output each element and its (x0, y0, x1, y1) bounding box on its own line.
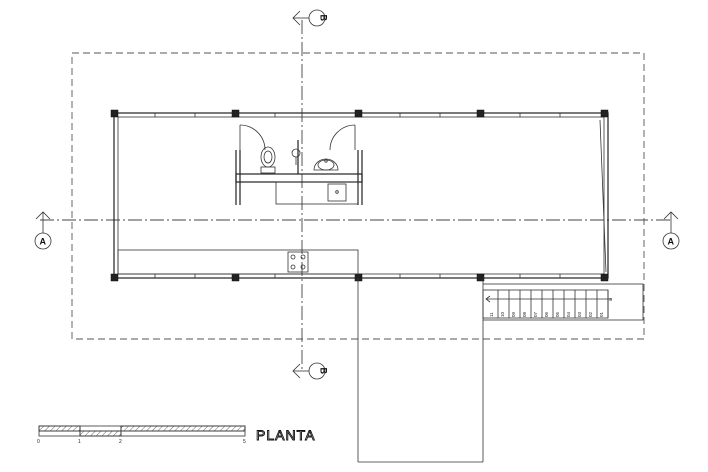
stair: 11 10 09 08 07 06 05 04 03 02 01 S (482, 283, 644, 321)
section-marker-a-left: A (34, 211, 52, 250)
section-marker-b-top-label: B (319, 15, 329, 22)
stair-step-number: 03 (577, 311, 582, 317)
columns (110, 109, 609, 282)
stair-step-number: 02 (588, 311, 593, 317)
door-swing-left (239, 124, 266, 151)
stair-step-number: 05 (555, 311, 560, 317)
door-swing-right (329, 124, 356, 151)
stair-step-number: 10 (500, 311, 505, 317)
stair-step-number: 01 (599, 311, 604, 317)
bathroom-core (235, 124, 363, 205)
toilet-icon (260, 146, 276, 174)
stair-step-number: 11 (489, 312, 494, 317)
deck-platform (357, 278, 484, 463)
scale-tick-2: 2 (119, 439, 122, 445)
stair-step-number: 06 (544, 311, 549, 317)
section-marker-a-right-label: A (668, 237, 675, 247)
stair-arrow-label: S (609, 297, 612, 302)
kitchen-sink-icon (275, 181, 359, 205)
stair-step-number: 09 (511, 311, 516, 317)
shower-icon (291, 148, 301, 165)
stair-step-number: 04 (566, 311, 571, 317)
section-marker-b-bottom: B (292, 362, 329, 380)
scale-tick-1: 1 (78, 439, 81, 445)
stair-step-number: 07 (533, 311, 538, 317)
scale-tick-5: 5 (243, 439, 246, 445)
washbasin-icon (313, 158, 339, 171)
stair-step-number: 08 (522, 311, 527, 317)
section-marker-b-bottom-label: B (319, 368, 329, 375)
drawing-title: PLANTA (256, 427, 315, 443)
section-marker-a-right: A (662, 211, 680, 250)
section-marker-a-left-label: A (40, 237, 47, 247)
building-walls (113, 112, 609, 279)
scale-tick-0: 0 (37, 439, 40, 445)
stove-icon (290, 254, 306, 270)
scale-bar: 0 1 2 5 (37, 425, 246, 445)
section-marker-b-top: B (292, 9, 329, 27)
bottom-window-mullions (154, 274, 561, 278)
kitchen-bench (117, 249, 359, 275)
